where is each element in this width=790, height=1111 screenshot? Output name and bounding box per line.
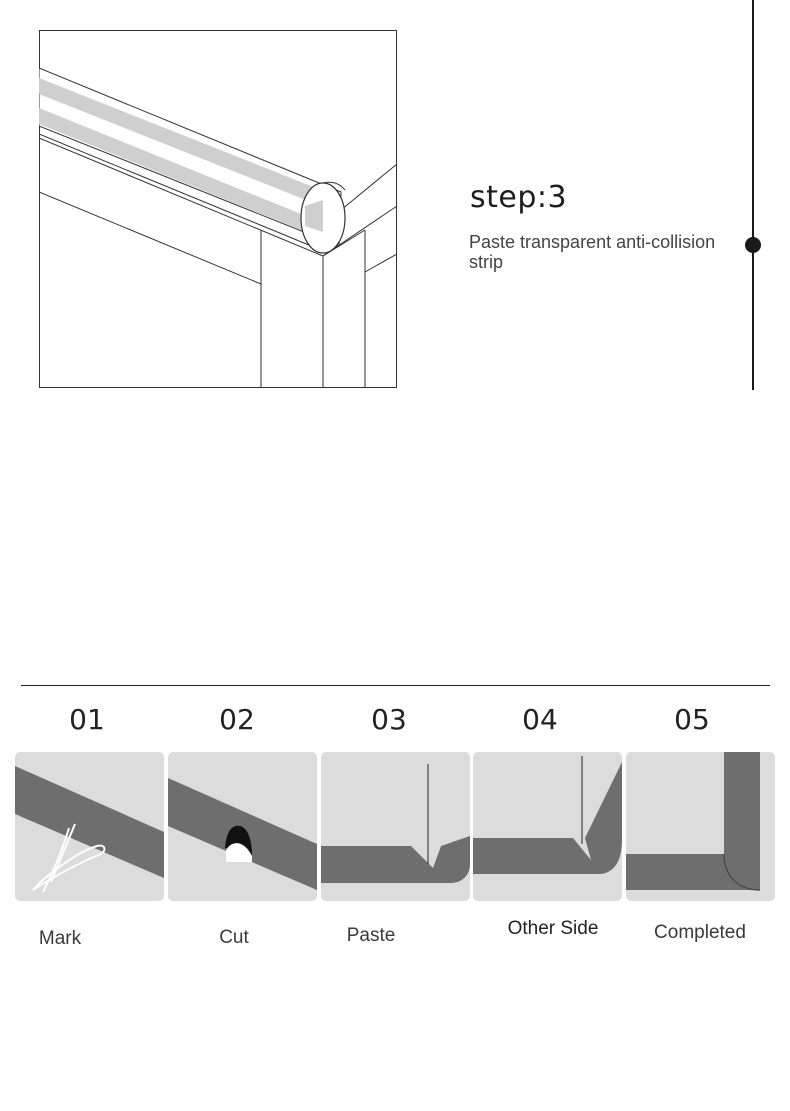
step-tile-completed xyxy=(626,752,775,901)
step-tile-mark xyxy=(15,752,164,901)
step-tile-other-side xyxy=(473,752,622,901)
step-label-completed: Completed xyxy=(654,922,746,943)
step-label-other-side: Other Side xyxy=(507,918,599,939)
step-number-02: 02 xyxy=(219,703,255,736)
step-number-03: 03 xyxy=(371,703,407,736)
scissors-icon xyxy=(15,766,164,893)
notch-cut-icon xyxy=(168,778,317,890)
step-description: Paste transparent anti-collision strip xyxy=(469,232,716,272)
step-label-cut: Cut xyxy=(219,927,249,948)
step-number-05: 05 xyxy=(674,703,710,736)
timeline-dot xyxy=(745,237,761,253)
section-divider xyxy=(21,685,770,686)
step-tile-cut xyxy=(168,752,317,901)
step-number-01: 01 xyxy=(69,703,105,736)
completed-corner-icon xyxy=(626,752,761,891)
step-label-mark: Mark xyxy=(38,928,82,949)
fold-corner-icon xyxy=(473,756,622,874)
step-title: step:3 xyxy=(470,180,568,215)
step-label-paste: Paste xyxy=(346,925,396,946)
step-tile-paste xyxy=(321,752,470,901)
paste-corner-icon xyxy=(321,764,470,883)
corner-strip-illustration xyxy=(39,30,398,388)
step-number-04: 04 xyxy=(522,703,558,736)
timeline-line xyxy=(752,0,754,390)
